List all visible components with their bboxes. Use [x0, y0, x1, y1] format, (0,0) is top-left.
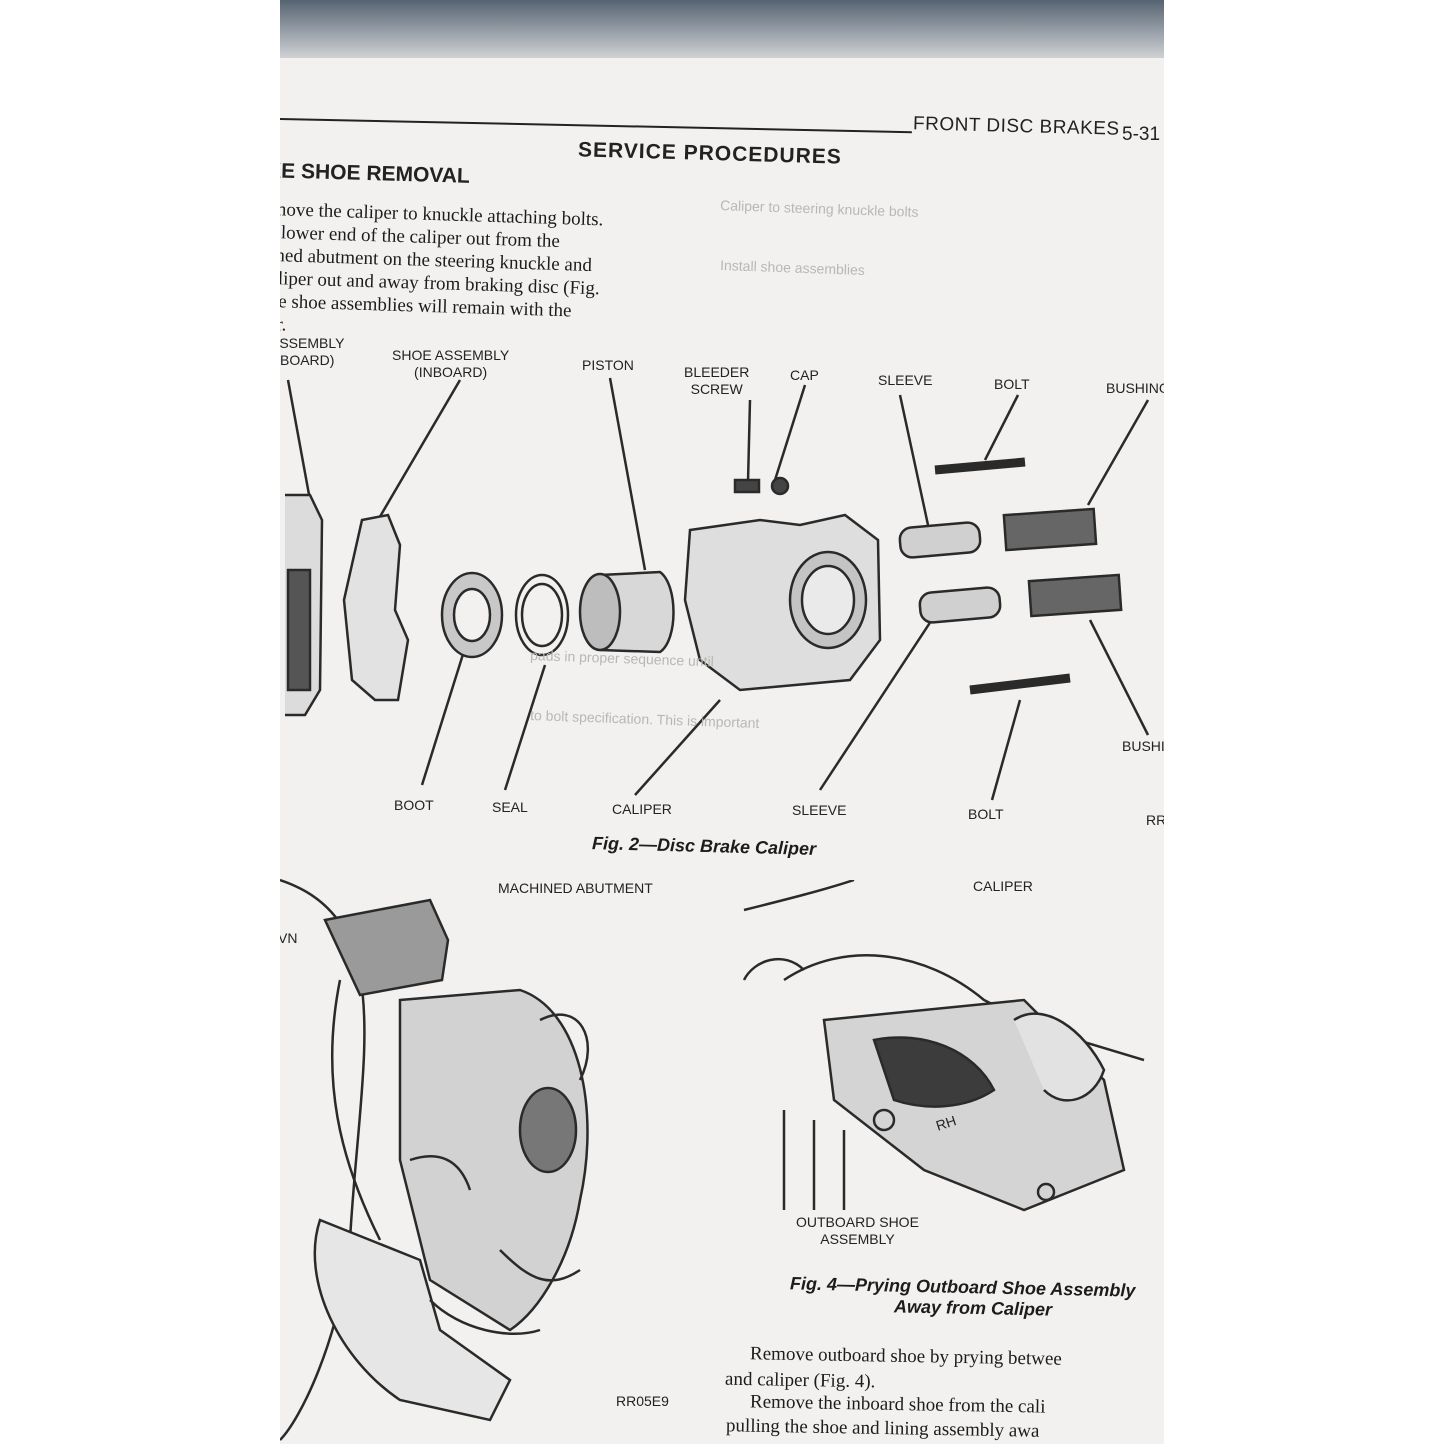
label-outboard-shoe-assembly: OUTBOARD SHOE ASSEMBLY: [796, 1214, 919, 1247]
header-page-number: 5-31: [1122, 124, 1161, 145]
label-piston: PISTON: [582, 357, 634, 373]
label-caliper: CALIPER: [612, 801, 672, 817]
label-caliper-fig4: CALIPER: [973, 878, 1033, 894]
svg-text:to bolt specification. This is: to bolt specification. This is important: [530, 707, 760, 731]
label-shoe-assembly-outboard: ASSEMBLY BOARD): [280, 335, 345, 368]
label-boot: BOOT: [394, 797, 434, 813]
label-rr: RR: [1146, 812, 1164, 828]
label-bushing-top: BUSHING: [1106, 380, 1164, 396]
page-top-shadow: [280, 0, 1164, 58]
fig4-illustration: [742, 880, 1145, 1212]
label-sleeve-bottom: SLEEVE: [792, 802, 847, 818]
fig4-caption-line2: Away from Caliper: [893, 1296, 1053, 1320]
left-background: [0, 0, 280, 1444]
body-line: and caliper (Fig. 4).: [724, 1368, 876, 1393]
label-bolt-bottom: BOLT: [968, 806, 1004, 822]
label-bushing-bottom: BUSHI: [1122, 738, 1164, 754]
label-cap: CAP: [790, 367, 819, 383]
label-seal: SEAL: [492, 799, 528, 815]
svg-text:pads in proper sequence until: pads in proper sequence until: [530, 647, 714, 669]
fig3-illustration: [280, 878, 590, 1441]
label-shoe-assembly-inboard: SHOE ASSEMBLY (INBOARD): [392, 347, 510, 380]
label-sleeve-top: SLEEVE: [878, 372, 933, 388]
right-background: [1164, 0, 1444, 1444]
fig3-code: RR05E9: [616, 1393, 669, 1409]
svg-text:Caliper to steering knuckle bo: Caliper to steering knuckle bolts: [720, 197, 919, 220]
label-partial-vn: VN: [280, 930, 298, 946]
svg-text:Install shoe assemblies: Install shoe assemblies: [720, 257, 865, 278]
label-bleeder-screw: BLEEDER SCREW: [684, 364, 750, 397]
label-bolt-top: BOLT: [994, 376, 1030, 392]
label-machined-abutment: MACHINED ABUTMENT: [498, 880, 653, 896]
manual-page: FRONT DISC BRAKES 5-31 SERVICE PROCEDURE…: [280, 0, 1164, 1444]
fig2-illustration: Caliper to steering knuckle bolts Instal…: [285, 197, 1150, 801]
